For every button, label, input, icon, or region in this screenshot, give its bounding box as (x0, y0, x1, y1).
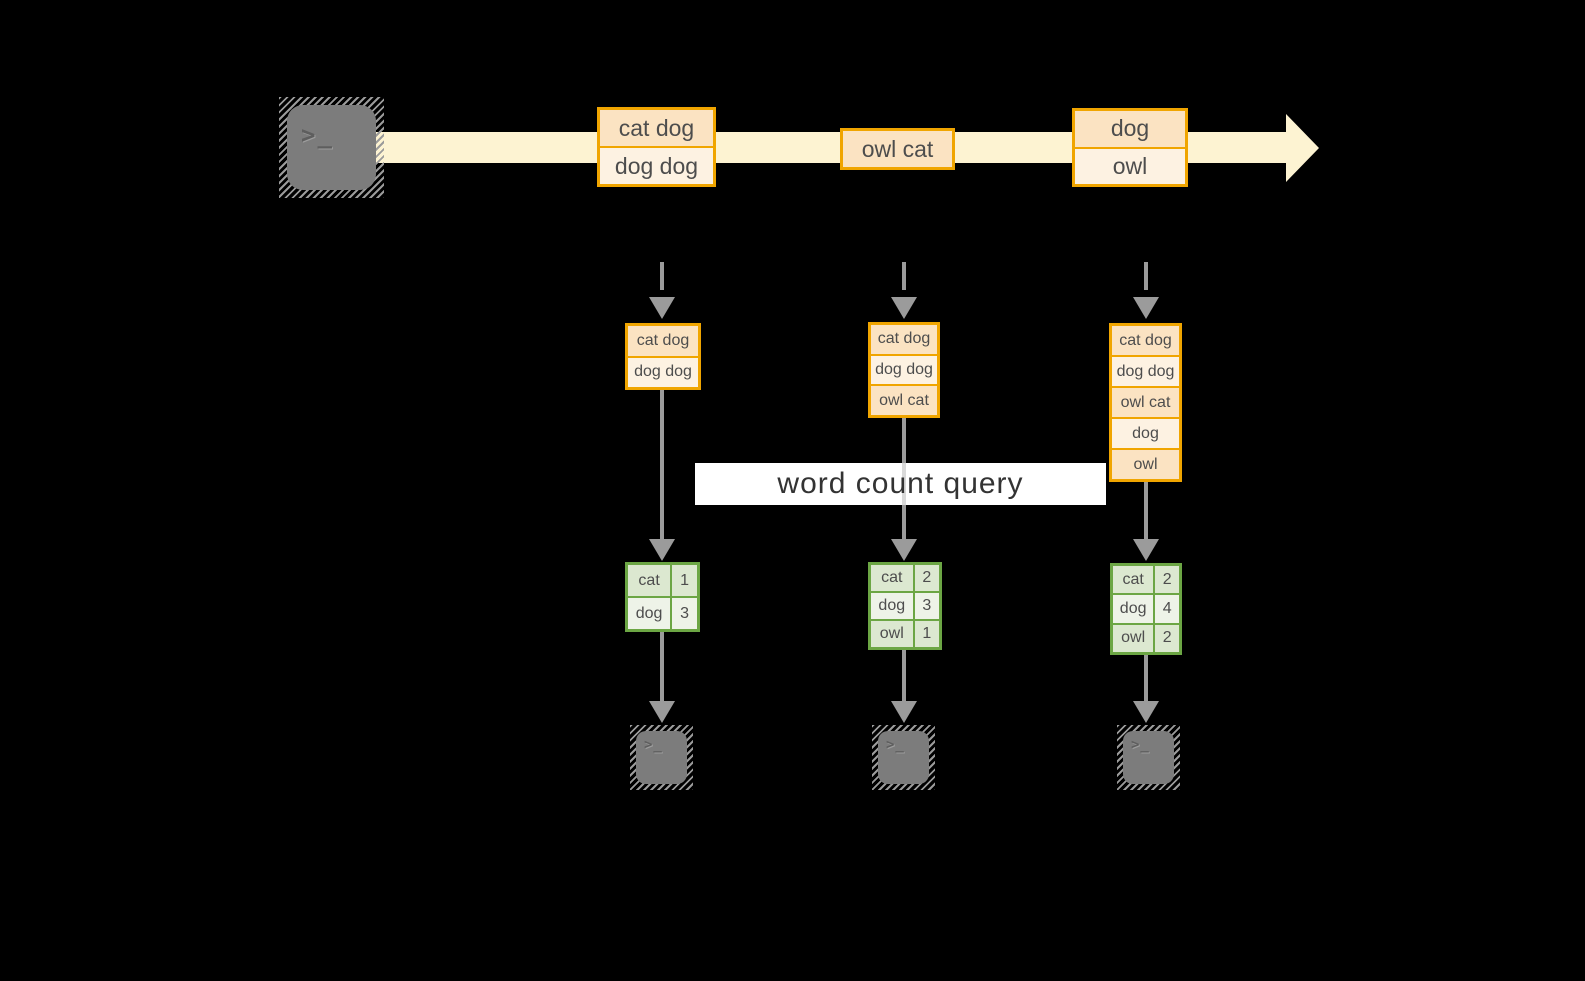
count-cell: 3 (672, 598, 697, 629)
table-row: cat 2 (1113, 566, 1179, 594)
arrow-down-icon (891, 539, 917, 561)
source-terminal-icon: >_ (279, 97, 384, 198)
terminal-screen: >_ (636, 731, 687, 784)
word-cell: cat (871, 565, 915, 591)
dashed-arrow-line (660, 262, 664, 293)
arrow-down-icon (1133, 701, 1159, 723)
state-stack-1: cat dog dog dog (625, 323, 701, 390)
arrow-down-icon (891, 701, 917, 723)
batch-cell: cat dog (600, 110, 713, 146)
batch-cell: dog dog (600, 146, 713, 184)
terminal-prompt-icon: >_ (301, 121, 334, 149)
arrow-down-icon (891, 297, 917, 319)
arrow-down-icon (1133, 539, 1159, 561)
word-cell: cat (628, 565, 673, 596)
count-table-2: cat 2 dog 3 owl 1 (868, 562, 942, 650)
count-cell: 1 (672, 565, 697, 596)
count-cell: 2 (1155, 624, 1179, 652)
arrow-line (1144, 482, 1148, 539)
batch-cell: owl cat (843, 131, 952, 167)
count-cell: 3 (914, 593, 939, 619)
arrow-line (1144, 655, 1148, 701)
dashed-arrow-line (1144, 262, 1148, 293)
table-row: dog 3 (628, 596, 697, 629)
word-cell: owl (871, 621, 915, 647)
stream-batch-1: cat dog dog dog (597, 107, 716, 187)
table-row: dog 4 (1113, 593, 1179, 623)
stream-batch-3: dog owl (1072, 108, 1188, 187)
sink-terminal-icon-1: >_ (630, 725, 693, 790)
state-cell: dog (1112, 417, 1179, 448)
word-cell: dog (628, 598, 673, 629)
count-table-1: cat 1 dog 3 (625, 562, 700, 632)
state-cell: owl cat (1112, 386, 1179, 417)
terminal-screen: >_ (878, 731, 929, 784)
query-label-text: word count query (777, 467, 1024, 500)
table-row: owl 1 (871, 619, 939, 647)
arrow-line (902, 650, 906, 701)
terminal-prompt-icon: >_ (886, 737, 905, 753)
count-table-3: cat 2 dog 4 owl 2 (1110, 563, 1182, 655)
state-cell: owl cat (871, 384, 937, 416)
batch-cell: owl (1075, 146, 1185, 184)
table-row: cat 2 (871, 565, 939, 591)
count-cell: 4 (1155, 595, 1179, 623)
word-cell: dog (1113, 595, 1156, 623)
table-row: dog 3 (871, 591, 939, 619)
state-cell: owl (1112, 448, 1179, 479)
sink-terminal-icon-2: >_ (872, 725, 935, 790)
word-cell: cat (1113, 566, 1156, 594)
arrow-down-icon (1133, 297, 1159, 319)
state-stack-3: cat dog dog dog owl cat dog owl (1109, 323, 1182, 482)
arrow-down-icon (649, 297, 675, 319)
state-cell: dog dog (1112, 355, 1179, 386)
arrow-line (660, 390, 664, 539)
sink-terminal-icon-3: >_ (1117, 725, 1180, 790)
state-stack-2: cat dog dog dog owl cat (868, 322, 940, 418)
word-count-query-label: word count query (695, 463, 1106, 505)
state-cell: cat dog (871, 325, 937, 354)
state-cell: cat dog (1112, 326, 1179, 355)
arrow-down-icon (649, 701, 675, 723)
batch-cell: dog (1075, 111, 1185, 147)
word-cell: dog (871, 593, 915, 619)
state-cell: cat dog (628, 326, 698, 356)
arrow-through-line (902, 463, 906, 505)
table-row: cat 1 (628, 565, 697, 596)
stream-batch-2: owl cat (840, 128, 955, 170)
arrow-down-icon (649, 539, 675, 561)
count-cell: 2 (1155, 566, 1179, 594)
terminal-prompt-icon: >_ (644, 737, 663, 753)
table-row: owl 2 (1113, 622, 1179, 652)
count-cell: 2 (914, 565, 939, 591)
count-cell: 1 (914, 621, 939, 647)
state-cell: dog dog (628, 355, 698, 387)
arrow-line (660, 632, 664, 701)
terminal-prompt-icon: >_ (1131, 737, 1150, 753)
word-cell: owl (1113, 624, 1156, 652)
dashed-arrow-line (902, 262, 906, 293)
terminal-screen: >_ (1123, 731, 1174, 784)
terminal-screen: >_ (287, 105, 376, 190)
stream-arrow-head-icon (1286, 114, 1319, 182)
state-cell: dog dog (871, 353, 937, 385)
